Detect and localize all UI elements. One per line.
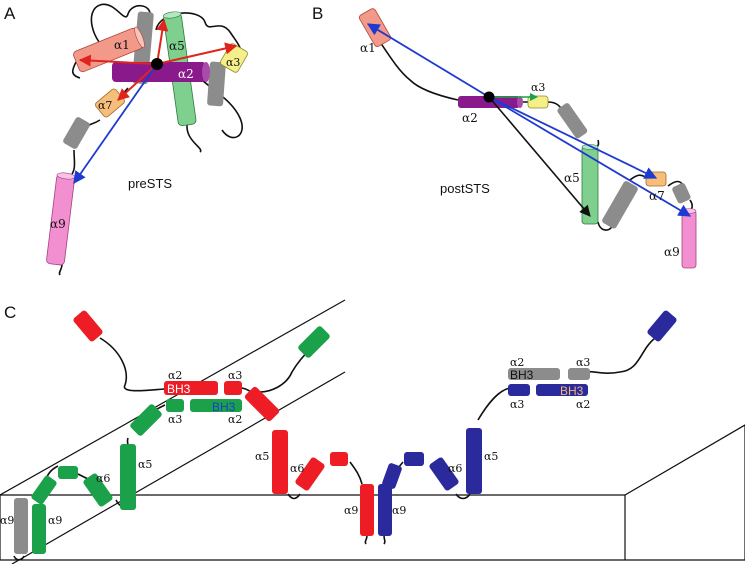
bh3-label-grey: BH3 bbox=[510, 368, 534, 382]
label-c-a3-blue: α3 bbox=[510, 398, 524, 411]
green-helix-a6a bbox=[83, 473, 113, 507]
label-c-a2-grey: α2 bbox=[510, 356, 524, 369]
label-a5-post: α5 bbox=[564, 171, 580, 185]
label-c-a5-red: α5 bbox=[255, 450, 269, 463]
pore-line-upper bbox=[0, 299, 346, 496]
grey-helix-a3-blue-partner bbox=[568, 368, 590, 380]
caption-prests: preSTS bbox=[128, 176, 172, 191]
green-helix-a6c bbox=[31, 475, 57, 505]
caption-poststs: postSTS bbox=[440, 181, 490, 196]
arrow-red-to-a3 bbox=[156, 42, 238, 65]
green-monomer bbox=[31, 326, 330, 554]
helix-a9-pre bbox=[46, 172, 76, 266]
arrow-red-to-a5 bbox=[156, 18, 169, 65]
label-c-a6-red: α6 bbox=[290, 462, 304, 475]
red-helix-a9 bbox=[360, 484, 374, 536]
label-c-a5-green: α5 bbox=[138, 458, 152, 471]
label-a5-pre: α5 bbox=[169, 39, 185, 53]
panel-c-letter: C bbox=[4, 303, 16, 322]
label-c-a6-blue: α6 bbox=[448, 462, 462, 475]
helix-grey-b3 bbox=[672, 183, 691, 204]
arrow-blue-to-a7-post bbox=[488, 96, 658, 179]
grey-helix-bh3-blue-partner bbox=[508, 368, 560, 380]
label-a2-pre: α2 bbox=[178, 67, 194, 81]
green-helix-a5 bbox=[120, 444, 136, 510]
label-a9-pre: α9 bbox=[50, 217, 66, 231]
label-a3-pre: α3 bbox=[226, 56, 240, 69]
bh3-label-blue: BH3 bbox=[560, 384, 584, 398]
bh3-label-red: BH3 bbox=[167, 382, 191, 396]
arrow-blue-to-a9-post bbox=[488, 96, 692, 217]
panel-a-letter: A bbox=[4, 4, 16, 23]
arrow-black-to-a5-post bbox=[488, 96, 591, 217]
red-helix-a2 bbox=[164, 381, 218, 395]
loop-c-blue bbox=[383, 337, 656, 545]
blue-helix-a5 bbox=[466, 428, 482, 494]
blue-monomer bbox=[378, 310, 677, 536]
label-a7-pre: α7 bbox=[98, 99, 112, 112]
red-helix-a6a bbox=[295, 457, 325, 491]
blue-helix-a2 bbox=[536, 384, 588, 396]
label-c-a2-green: α2 bbox=[228, 413, 242, 426]
label-c-a2-blue: α2 bbox=[576, 398, 590, 411]
label-c-a3-grey: α3 bbox=[576, 356, 590, 369]
blue-helix-a6b bbox=[404, 452, 424, 466]
label-c-a9-green: α9 bbox=[48, 514, 62, 527]
blue-helix-a9 bbox=[378, 484, 392, 536]
red-helix-a5 bbox=[272, 430, 288, 494]
arrow-green-head bbox=[530, 93, 538, 101]
green-helix-a9 bbox=[32, 504, 46, 554]
center-dot-b bbox=[483, 91, 495, 103]
green-helix-a4 bbox=[130, 404, 162, 436]
helix-grey-a3 bbox=[63, 117, 90, 149]
loop-b-1 bbox=[379, 41, 459, 101]
green-helix-a3 bbox=[166, 399, 184, 412]
helix-grey-b1 bbox=[557, 103, 588, 139]
label-c-a9-grey: α9 bbox=[0, 514, 14, 527]
blue-helix-a3 bbox=[508, 384, 530, 396]
helix-grey-b2 bbox=[602, 181, 638, 229]
arrow-blue-to-a1-post bbox=[366, 23, 490, 98]
green-helix-top bbox=[298, 326, 330, 358]
label-a2-post: α2 bbox=[462, 111, 478, 125]
label-c-a3-red: α3 bbox=[228, 369, 242, 382]
helix-a9-post bbox=[681, 208, 697, 269]
green-helix-a6b bbox=[58, 466, 78, 479]
arrow-blue-to-a9 bbox=[73, 63, 158, 185]
blue-helix-a6a bbox=[429, 457, 459, 491]
label-a3-post: α3 bbox=[531, 81, 545, 94]
label-c-a6-green: α6 bbox=[96, 472, 110, 485]
pore-line-lower bbox=[11, 371, 346, 564]
blue-helix-top bbox=[647, 310, 677, 342]
grey-helix-a9 bbox=[14, 498, 28, 554]
label-a7-post: α7 bbox=[649, 189, 665, 203]
helix-a2-pre bbox=[112, 62, 210, 82]
red-helix-a3 bbox=[224, 381, 242, 395]
label-a1-post: α1 bbox=[360, 41, 376, 55]
panel-b: B bbox=[312, 4, 697, 269]
label-c-a5-blue: α5 bbox=[484, 450, 498, 463]
blue-helix-a6c bbox=[382, 463, 402, 489]
center-dot-a bbox=[151, 58, 163, 70]
helix-grey-a2 bbox=[207, 61, 226, 107]
panel-b-letter: B bbox=[312, 4, 323, 23]
label-a1-pre: α1 bbox=[114, 38, 130, 52]
label-a9-post: α9 bbox=[664, 245, 680, 259]
panel-c: C bbox=[0, 299, 745, 564]
label-c-a9-red: α9 bbox=[344, 504, 358, 517]
green-helix-a2 bbox=[190, 399, 242, 412]
arrow-red-to-a1 bbox=[78, 54, 158, 67]
red-helix-top bbox=[73, 310, 103, 342]
label-c-a3-green: α3 bbox=[168, 413, 182, 426]
arrow-red-to-a7 bbox=[117, 63, 158, 101]
red-helix-a6b bbox=[330, 452, 348, 466]
label-c-a9-blue: α9 bbox=[392, 504, 406, 517]
red-helix-a4 bbox=[244, 386, 280, 422]
panel-a: A bbox=[4, 3, 248, 276]
bh3-label-green: BH3 bbox=[212, 400, 236, 414]
red-monomer bbox=[73, 310, 374, 536]
label-c-a2-red: α2 bbox=[168, 369, 182, 382]
